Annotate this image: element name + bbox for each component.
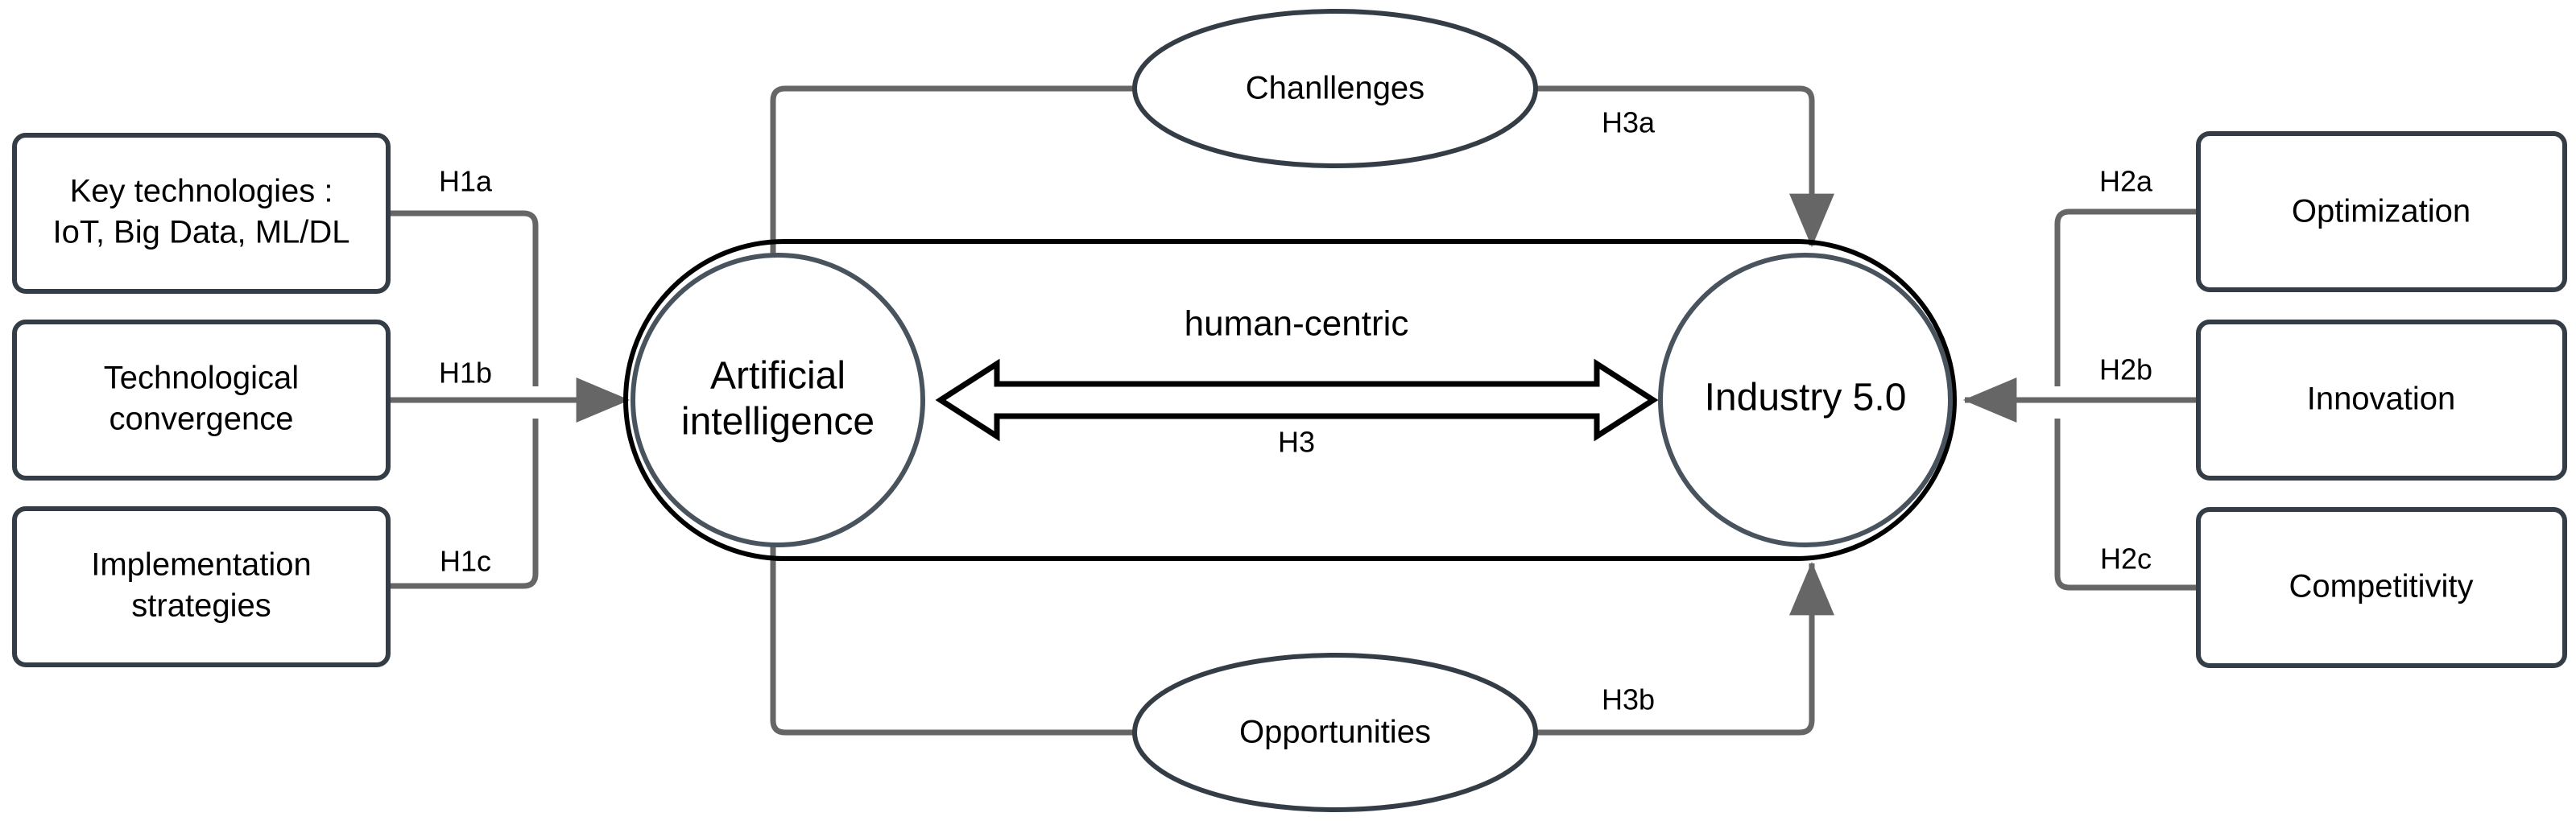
edge-label-h2c: H2c [2100,543,2152,576]
box-label-line1: Optimization [2292,194,2471,229]
block-arrow-shape [935,358,1659,442]
left-connector-group [388,210,631,589]
circle-shape [631,253,925,547]
bidirectional-block-arrow [935,358,1659,442]
ellipse-shape [1132,9,1538,168]
left-box-implementation-strategies[interactable]: Implementation strategies [12,506,391,667]
left-box-key-technologies[interactable]: Key technologies : IoT, Big Data, ML/DL [12,133,391,294]
node-artificial-intelligence[interactable]: Artificial intelligence [631,253,925,547]
box-label-line1: Innovation [2307,382,2456,417]
right-box-optimization[interactable]: Optimization [2196,131,2567,292]
connector-h2a [2054,208,2198,386]
node-chanllenges[interactable]: Chanllenges [1132,9,1538,168]
edge-label-h1b: H1b [439,357,492,390]
bottom-connector-group [770,354,1834,736]
box-label-line1: Key technologies : [70,174,333,209]
right-connector-group [1962,208,2198,591]
box-shape [2196,320,2567,481]
ellipse-shape [1132,653,1538,812]
connector-h2c [2054,419,2198,591]
ellipse-label: Opportunities [1239,715,1431,750]
edge-label-h1c: H1c [440,545,491,578]
outer-stadium-shape [623,239,1957,561]
box-label-line1: Competitivity [2289,569,2474,604]
box-shape [12,506,391,667]
top-connector-group [770,85,1834,451]
box-label-line1: Technological [104,361,299,396]
connector-ai-to-opportunities [770,354,1135,736]
box-label-line2: convergence [109,402,293,437]
center-arrow-above-label: human-centric [1185,304,1409,344]
box-shape [12,320,391,481]
node-industry-5-0[interactable]: Industry 5.0 [1658,253,1953,547]
right-box-innovation[interactable]: Innovation [2196,320,2567,481]
box-label-line2: strategies [131,588,271,624]
box-shape [2196,507,2567,668]
connector-h3a [1536,85,1834,248]
edge-label-h2b: H2b [2099,353,2152,386]
connector-h1c [388,419,539,589]
edge-label-h2a: H2a [2099,165,2153,198]
box-label-line2: IoT, Big Data, ML/DL [52,215,349,250]
edge-label-h1a: H1a [439,165,493,198]
box-shape [12,133,391,294]
node-opportunities[interactable]: Opportunities [1132,653,1538,812]
box-shape [2196,131,2567,292]
edge-label-h3b: H3b [1602,683,1655,716]
left-box-technological-convergence[interactable]: Technological convergence [12,320,391,481]
connector-h1a [388,210,539,386]
circle-label: Industry 5.0 [1705,377,1907,419]
circle-label-line2: intelligence [681,401,875,444]
circle-label-line1: Artificial [710,355,846,398]
edge-label-h3a: H3a [1602,106,1656,139]
connector-ai-to-chanllenges [770,85,1135,451]
connector-h3b [1536,561,1834,736]
box-label-line1: Implementation [91,547,311,583]
circle-shape [1658,253,1953,547]
ellipse-label: Chanllenges [1246,71,1424,106]
right-box-competitivity[interactable]: Competitivity [2196,507,2567,668]
center-arrow-below-label: H3 [1278,426,1315,459]
